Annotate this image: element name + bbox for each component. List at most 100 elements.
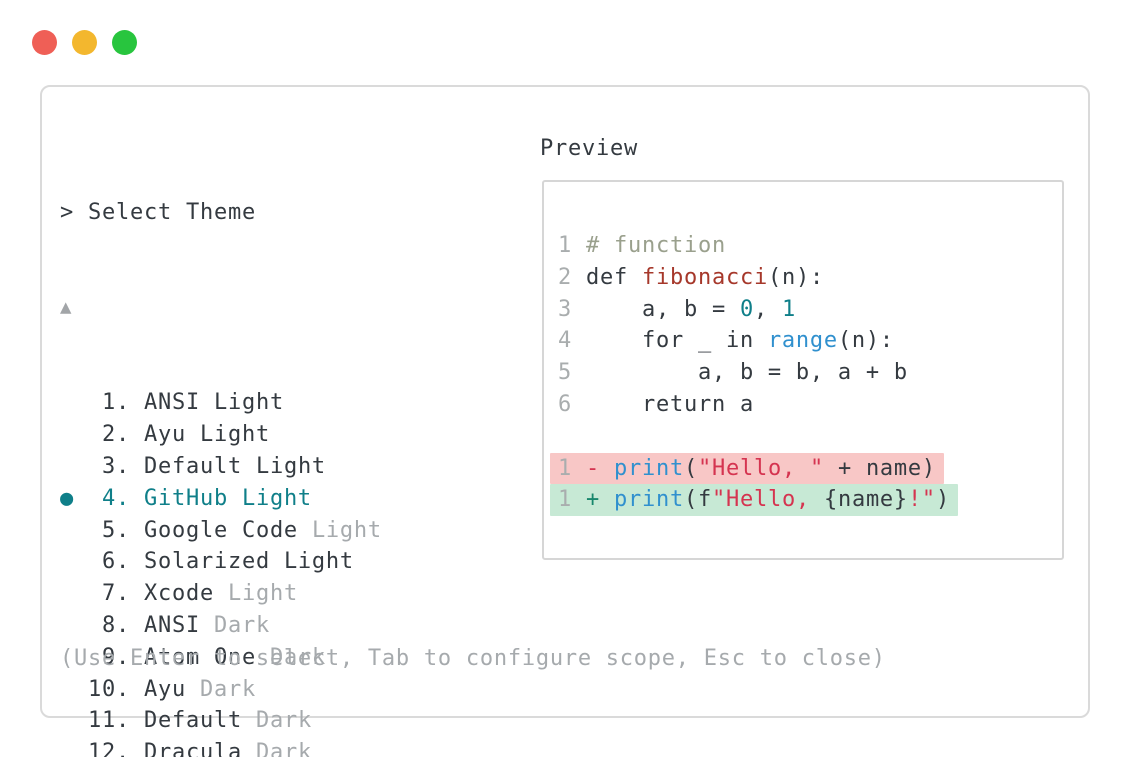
theme-item-variant: Dark bbox=[269, 644, 326, 670]
theme-item-number: 8. bbox=[74, 612, 144, 638]
preview-title: Preview bbox=[540, 136, 638, 161]
theme-item-number: 6. bbox=[74, 549, 144, 575]
code-token-plain: for _ in bbox=[586, 328, 768, 354]
line-number bbox=[558, 424, 586, 449]
theme-list-item-2[interactable]: 2. Ayu Light bbox=[60, 419, 382, 451]
marker-space bbox=[60, 740, 74, 757]
theme-item-variant: Dark bbox=[255, 740, 312, 757]
code-token-builtin: print bbox=[614, 487, 684, 513]
code-line-content bbox=[550, 421, 594, 453]
line-number: 1 bbox=[558, 455, 586, 481]
theme-item-variant: Dark bbox=[213, 612, 270, 638]
line-number: 1 bbox=[558, 233, 586, 258]
code-token-builtin: print bbox=[614, 455, 684, 481]
code-token-string: "Hello, bbox=[711, 487, 824, 513]
marker-space bbox=[60, 422, 74, 447]
theme-item-variant: Light bbox=[241, 485, 312, 511]
code-token-comment: # function bbox=[586, 233, 726, 258]
theme-item-name: Google Code bbox=[143, 517, 312, 543]
marker-space bbox=[60, 549, 74, 574]
theme-item-number: 3. bbox=[74, 453, 144, 479]
theme-list-panel: > Select Theme ▲ 1. ANSI Light 2. Ayu Li… bbox=[60, 133, 382, 757]
theme-item-variant: Light bbox=[199, 422, 270, 448]
code-token-plain: (n): bbox=[837, 328, 894, 354]
theme-item-number: 7. bbox=[74, 581, 144, 607]
maximize-button[interactable] bbox=[112, 30, 137, 55]
code-token-string: "Hello, " bbox=[697, 455, 824, 481]
prompt-title: Select Theme bbox=[88, 199, 256, 225]
code-token-builtin: range bbox=[767, 328, 838, 354]
theme-item-name: ANSI bbox=[143, 612, 214, 638]
marker-space bbox=[60, 518, 74, 543]
theme-list-item-7[interactable]: 7. Xcode Light bbox=[60, 578, 382, 610]
theme-item-name: GitHub bbox=[143, 485, 242, 511]
code-token-plain: return a bbox=[586, 391, 754, 417]
code-line-content: 5 a, b = b, a + b bbox=[550, 357, 916, 389]
theme-list-item-3[interactable]: 3. Default Light bbox=[60, 451, 382, 483]
theme-item-name: Default bbox=[143, 708, 256, 734]
theme-list-item-6[interactable]: 6. Solarized Light bbox=[60, 546, 382, 578]
theme-item-name: Ayu bbox=[143, 676, 200, 702]
theme-item-variant: Light bbox=[227, 581, 298, 607]
line-number: 4 bbox=[558, 328, 586, 354]
code-line: 4 for _ in range(n): bbox=[558, 325, 1062, 357]
theme-item-variant: Dark bbox=[255, 708, 312, 734]
theme-item-number: 11. bbox=[74, 708, 144, 734]
code-line bbox=[558, 421, 1062, 453]
code-token-funcname: fibonacci bbox=[641, 264, 768, 290]
code-token-plain: ) bbox=[935, 487, 950, 513]
theme-list-item-11[interactable]: 11. Default Dark bbox=[60, 705, 382, 737]
theme-list-item-10[interactable]: 10. Ayu Dark bbox=[60, 674, 382, 706]
code-token-number: 1 bbox=[781, 296, 796, 322]
theme-item-number: 9. bbox=[74, 644, 144, 670]
code-line: 3 a, b = 0, 1 bbox=[558, 294, 1062, 326]
code-token-diff-minus: - bbox=[586, 455, 614, 481]
theme-list-item-5[interactable]: 5. Google Code Light bbox=[60, 515, 382, 547]
theme-item-number: 1. bbox=[74, 390, 144, 416]
theme-item-variant: Light bbox=[311, 517, 382, 543]
selected-bullet-icon: ● bbox=[60, 485, 74, 511]
code-line-content: 6 return a bbox=[550, 389, 762, 421]
marker-space bbox=[60, 613, 74, 638]
code-line-content: 1 - print("Hello, " + name) bbox=[550, 452, 944, 485]
line-number: 5 bbox=[558, 360, 586, 386]
minimize-button[interactable] bbox=[72, 30, 97, 55]
theme-list-item-4[interactable]: ● 4. GitHub Light bbox=[60, 483, 382, 515]
code-line-content: 2 def fibonacci(n): bbox=[550, 262, 832, 294]
prompt-caret: > bbox=[60, 199, 88, 225]
theme-list-item-12[interactable]: 12. Dracula Dark bbox=[60, 737, 382, 757]
code-line: 5 a, b = b, a + b bbox=[558, 357, 1062, 389]
code-token-plain: a, b = b, a + b bbox=[586, 360, 908, 386]
code-token-plain: def bbox=[586, 264, 642, 290]
code-token-plain: a, b = bbox=[586, 296, 740, 322]
code-token-number: 0 bbox=[739, 296, 754, 322]
theme-item-number: 10. bbox=[74, 676, 144, 702]
theme-list: 1. ANSI Light 2. Ayu Light 3. Default Li… bbox=[60, 387, 382, 757]
code-token-plain: + name) bbox=[823, 455, 936, 481]
diff-added-line: 1 + print(f"Hello, {name}!") bbox=[550, 484, 1062, 517]
line-number: 3 bbox=[558, 296, 586, 322]
theme-item-variant: Light bbox=[283, 549, 354, 575]
code-token-plain: (f bbox=[683, 487, 712, 513]
prompt-line: > Select Theme bbox=[60, 197, 382, 229]
line-number: 1 bbox=[558, 487, 586, 513]
code-token-string: !" bbox=[907, 487, 936, 513]
theme-item-number: 4. bbox=[74, 485, 144, 511]
close-button[interactable] bbox=[32, 30, 57, 55]
theme-item-variant: Dark bbox=[199, 676, 256, 702]
theme-list-item-9[interactable]: 9. Atom One Dark bbox=[60, 642, 382, 674]
code-line: 1 # function bbox=[558, 230, 1062, 262]
theme-item-name: Atom One bbox=[143, 644, 270, 670]
theme-item-name: Xcode bbox=[143, 581, 228, 607]
code-token-plain: , bbox=[753, 296, 782, 322]
scroll-up-icon[interactable]: ▲ bbox=[60, 295, 73, 318]
theme-item-variant: Light bbox=[213, 390, 284, 416]
code-line-content: 3 a, b = 0, 1 bbox=[550, 294, 804, 326]
theme-list-item-8[interactable]: 8. ANSI Dark bbox=[60, 610, 382, 642]
theme-item-name: Dracula bbox=[143, 740, 256, 757]
theme-item-number: 5. bbox=[74, 517, 144, 543]
theme-list-item-1[interactable]: 1. ANSI Light bbox=[60, 387, 382, 419]
code-token-plain: (n): bbox=[767, 264, 824, 290]
theme-item-name: ANSI bbox=[143, 390, 214, 416]
